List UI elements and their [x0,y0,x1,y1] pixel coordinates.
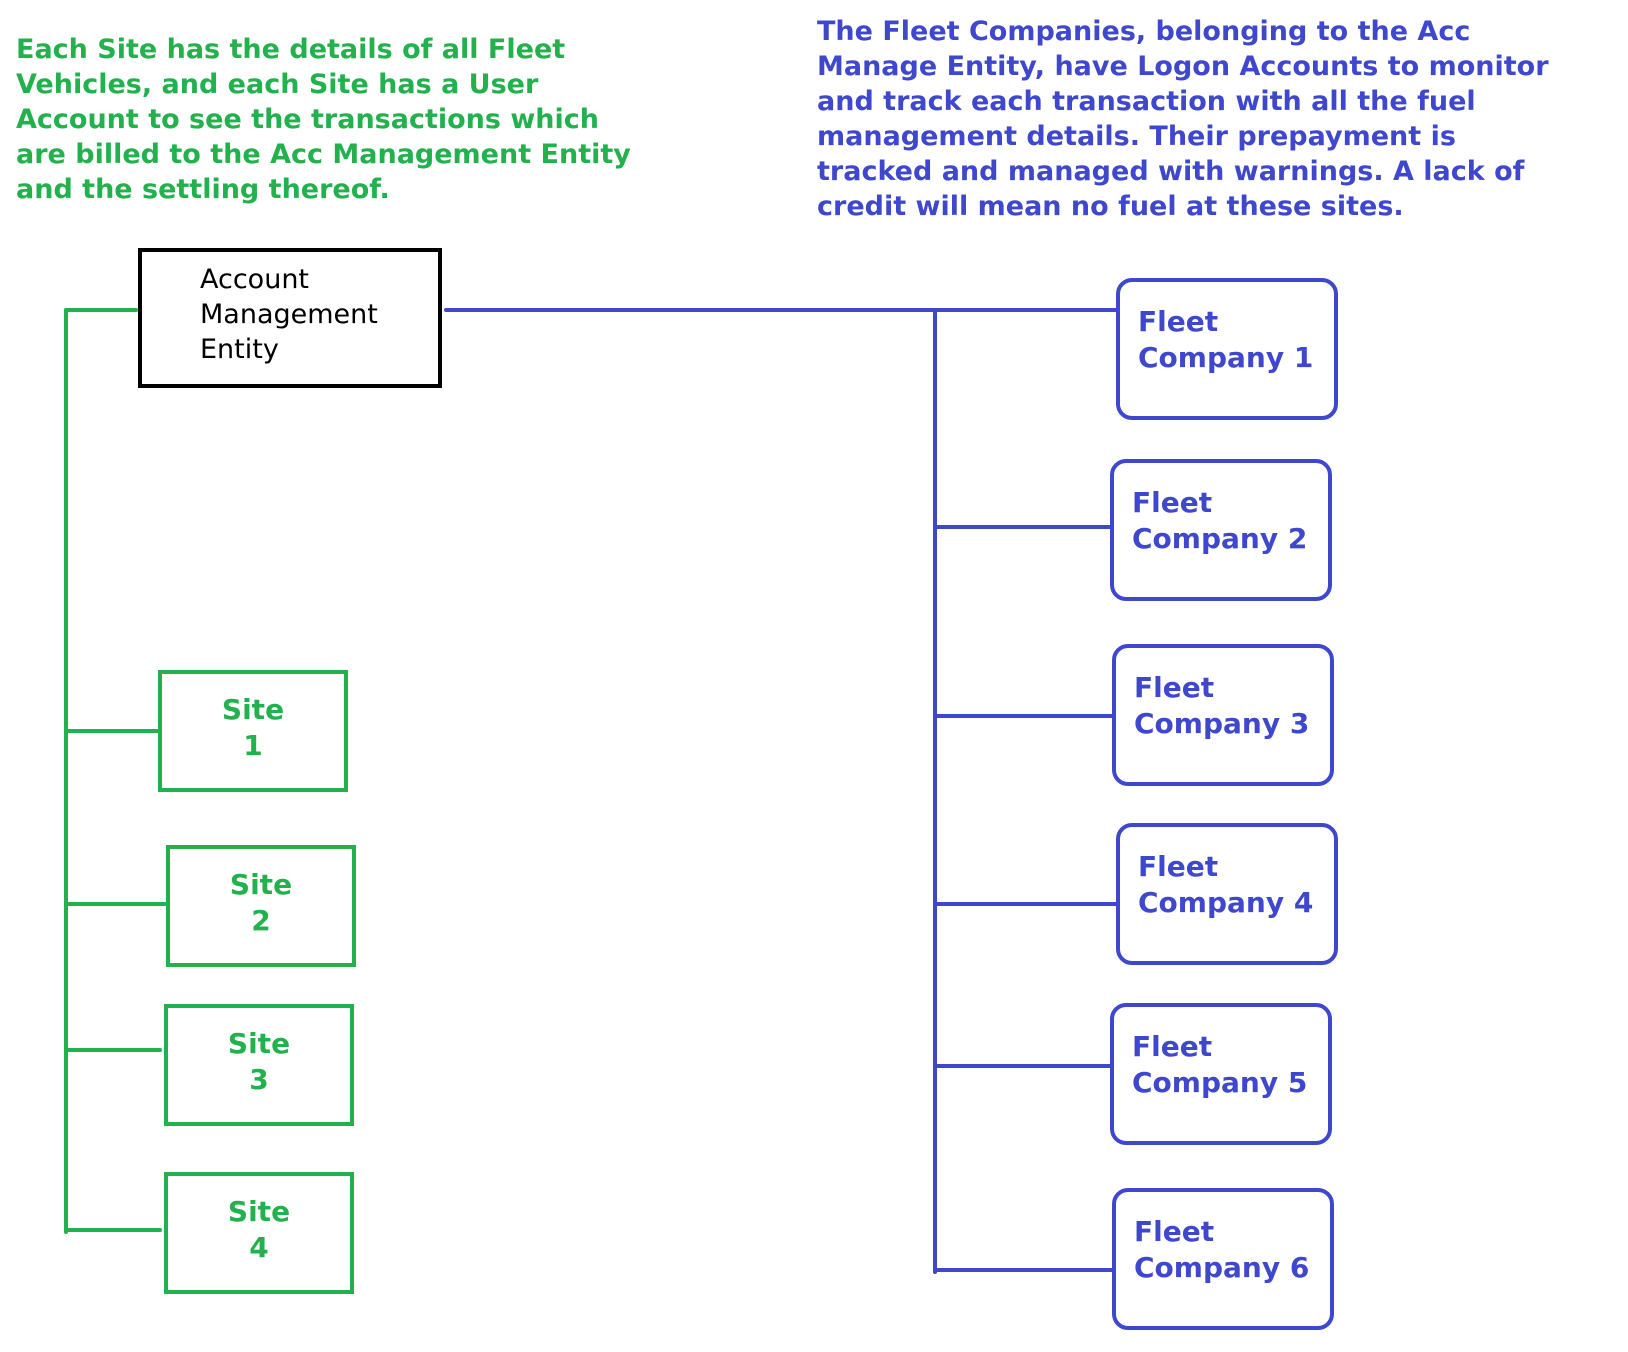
sites-description-note: Each Site has the details of all Fleet V… [16,34,631,205]
fleet-company-5-node: Fleet Company 5 [1110,1003,1332,1145]
fleet-company-3-node: Fleet Company 3 [1112,644,1334,786]
fleet-company-6-node: Fleet Company 6 [1112,1188,1334,1330]
site-3-node: Site 3 [164,1004,354,1126]
site-2-node: Site 2 [166,845,356,967]
fleet-description-note: The Fleet Companies, belonging to the Ac… [817,16,1549,222]
site-4-node: Site 4 [164,1172,354,1294]
account-management-entity-node: Account Management Entity [138,248,442,388]
fleet-company-1-node: Fleet Company 1 [1116,278,1338,420]
fleet-company-4-node: Fleet Company 4 [1116,823,1338,965]
fleet-company-2-node: Fleet Company 2 [1110,459,1332,601]
site-1-node: Site 1 [158,670,348,792]
